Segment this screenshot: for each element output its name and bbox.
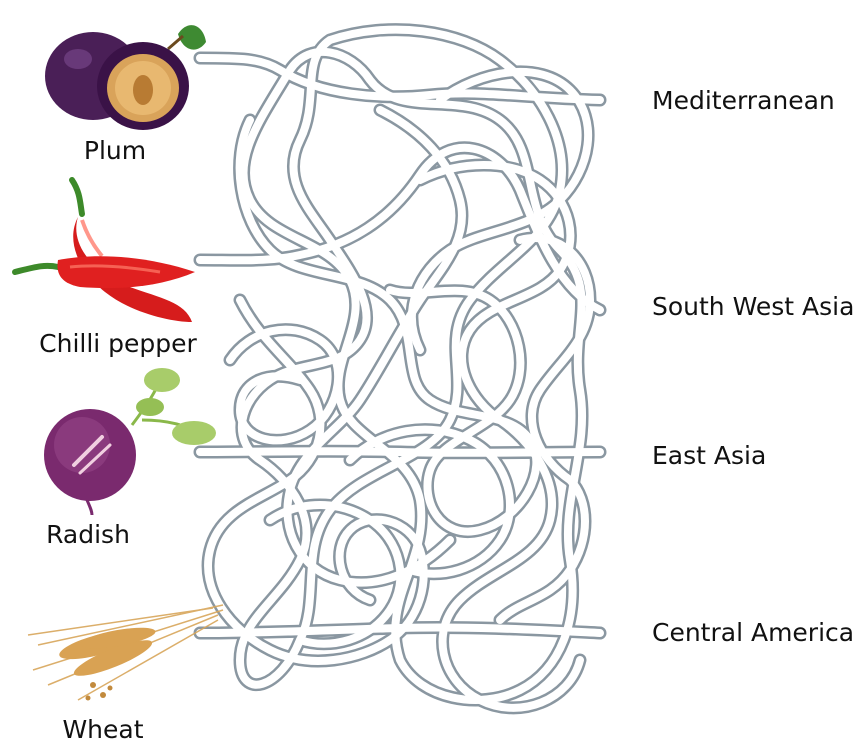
region-label-south-west-asia: South West Asia: [652, 292, 854, 321]
radish-icon: [32, 365, 222, 515]
region-label-east-asia: East Asia: [652, 441, 766, 470]
region-label-mediterranean: Mediterranean: [652, 86, 835, 115]
crop-label-wheat: Wheat: [62, 715, 143, 744]
chilli-pepper-icon: [10, 172, 200, 332]
crop-label-chilli-pepper: Chilli pepper: [39, 329, 197, 358]
crop-label-plum: Plum: [84, 136, 146, 165]
region-label-central-america: Central America: [652, 618, 854, 647]
wheat-icon: [18, 590, 228, 710]
plum-icon: [38, 14, 213, 139]
crop-label-radish: Radish: [46, 520, 130, 549]
